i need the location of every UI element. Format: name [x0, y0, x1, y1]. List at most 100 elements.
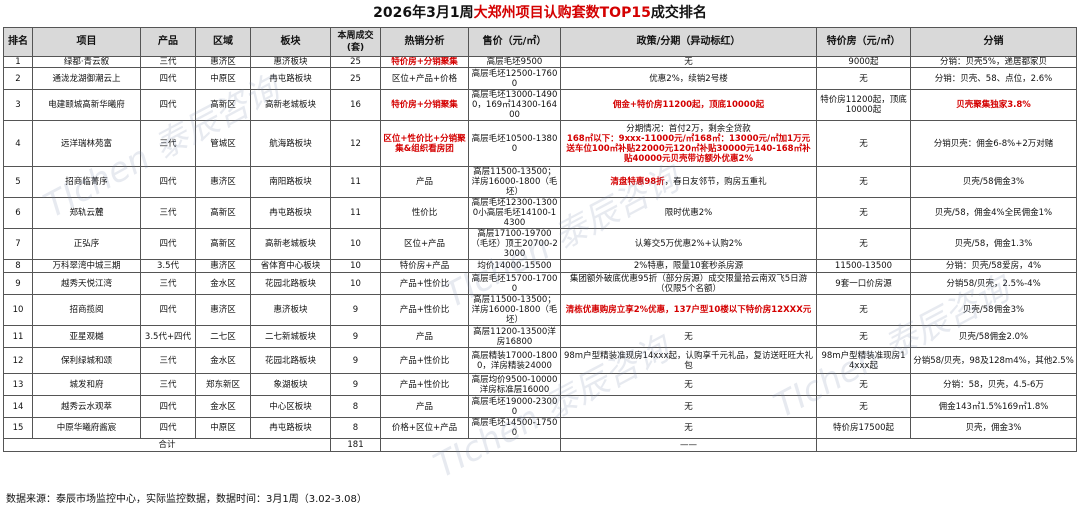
project-cell: 郑轨云麓	[32, 197, 141, 229]
hot-cell: 特价房+分销聚集	[380, 89, 469, 121]
data-source-note: 数据来源：泰辰市场监控中心，实际监控数据，数据时间：3月1周（3.02-3.08…	[6, 494, 367, 505]
ranking-table: 排名 项目 产品 区域 板块 本周成交 (套) 热销分析 售价（元/㎡） 政策/…	[3, 27, 1077, 452]
total-label: 合计	[3, 438, 331, 452]
sales-cell: 10	[330, 228, 381, 260]
project-cell: 招商临菁序	[32, 166, 141, 198]
header-area: 区域	[195, 27, 251, 57]
product-cell: 三代	[140, 272, 196, 295]
hot-cell: 产品	[380, 166, 469, 198]
product-cell: 四代	[140, 417, 196, 439]
block-cell: 象湖板块	[250, 373, 331, 396]
price-cell: 均价14000-15500	[468, 259, 561, 273]
area-cell: 郑东新区	[195, 373, 251, 396]
block-cell: 南阳路板块	[250, 166, 331, 198]
block-cell: 航海路板块	[250, 120, 331, 167]
rank-cell: 10	[3, 294, 33, 326]
commission-cell: 贝壳/58，佣金4%全民佣金1%	[910, 197, 1077, 229]
block-cell: 惠济板块	[250, 294, 331, 326]
project-cell: 绿都·青云叙	[32, 56, 141, 68]
policy-cell: 无	[560, 395, 817, 418]
sales-cell: 25	[330, 67, 381, 90]
hot-cell: 产品+性价比	[380, 347, 469, 374]
price-cell: 高层毛坯10500-13800	[468, 120, 561, 167]
special-cell: 98m户型精装准现房14xxx起	[816, 347, 911, 374]
commission-cell: 贝壳/58佣金2.0%	[910, 325, 1077, 348]
commission-cell: 分销：贝壳、58、点位，2.6%	[910, 67, 1077, 90]
policy-cell: 佣金+特价房11200起，顶底10000起	[560, 89, 817, 121]
commission-cell: 佣金143㎡1.5%169㎡1.8%	[910, 395, 1077, 418]
sales-cell: 9	[330, 325, 381, 348]
sales-cell: 25	[330, 56, 381, 68]
total-policy: ——	[560, 438, 817, 452]
special-cell: 9000起	[816, 56, 911, 68]
price-cell: 高层毛坯15700-17000	[468, 272, 561, 295]
rank-cell: 15	[3, 417, 33, 439]
price-cell: 高层毛坯12500-17600	[468, 67, 561, 90]
page-title: 2026年3月1周大郑州项目认购套数TOP15成交排名	[0, 0, 1080, 26]
sales-cell: 16	[330, 89, 381, 121]
policy-cell: 无	[560, 417, 817, 439]
area-cell: 惠济区	[195, 259, 251, 273]
area-cell: 金水区	[195, 395, 251, 418]
commission-cell: 分销贝壳：佣金6-8%+2万对赌	[910, 120, 1077, 167]
policy-cell: 无	[560, 56, 817, 68]
header-product: 产品	[140, 27, 196, 57]
price-cell: 高层毛坯19000-23000	[468, 395, 561, 418]
rank-cell: 11	[3, 325, 33, 348]
area-cell: 高新区	[195, 89, 251, 121]
sales-cell: 10	[330, 272, 381, 295]
hot-cell: 产品	[380, 395, 469, 418]
area-cell: 惠济区	[195, 166, 251, 198]
title-prefix: 2026年3月1周	[373, 5, 474, 21]
table-header-row: 排名 项目 产品 区域 板块 本周成交 (套) 热销分析 售价（元/㎡） 政策/…	[3, 27, 1077, 57]
rank-cell: 5	[3, 166, 33, 198]
commission-cell: 分销：贝壳/58爱房，4%	[910, 259, 1077, 273]
hot-cell: 产品+性价比	[380, 294, 469, 326]
commission-cell: 分销58/贝壳，98及128m4%，其他2.5%	[910, 347, 1077, 374]
sales-cell: 10	[330, 259, 381, 273]
rank-cell: 14	[3, 395, 33, 418]
project-cell: 保利绿城和颂	[32, 347, 141, 374]
hot-cell: 产品	[380, 325, 469, 348]
policy-cell: 集团额外破底优惠95折（部分房源）成交限量拾云南双飞5日游（仅限5个名额）	[560, 272, 817, 295]
rank-cell: 3	[3, 89, 33, 121]
policy-detail: 168㎡以下：9xxx-11000元/㎡168㎡：13000元/㎡加1万元送车位…	[566, 133, 811, 164]
project-cell: 正弘序	[32, 228, 141, 260]
hot-text: 区位+性价比+分销聚集&组织看房团	[383, 133, 466, 154]
hot-cell: 产品+性价比	[380, 373, 469, 396]
total-value: 181	[330, 438, 381, 452]
policy-highlight: 清盘特惠98折	[610, 177, 665, 187]
project-cell: 电建颐城高新华曦府	[32, 89, 141, 121]
block-cell: 惠济板块	[250, 56, 331, 68]
block-cell: 省体育中心板块	[250, 259, 331, 273]
block-cell: 冉屯路板块	[250, 417, 331, 439]
policy-installment: 分期情况：首付2万，剩余全贷款	[626, 123, 751, 134]
sales-cell: 11	[330, 197, 381, 229]
product-cell: 四代	[140, 89, 196, 121]
sales-cell: 9	[330, 373, 381, 396]
area-cell: 惠济区	[195, 294, 251, 326]
project-cell: 远洋瑞林苑富	[32, 120, 141, 167]
project-cell: 城发和府	[32, 373, 141, 396]
special-cell: 无	[816, 228, 911, 260]
area-cell: 中原区	[195, 67, 251, 90]
title-highlight: 大郑州项目认购套数TOP15	[473, 5, 651, 21]
product-cell: 三代	[140, 197, 196, 229]
header-commission: 分销	[910, 27, 1077, 57]
commission-cell: 贝壳聚集独家3.8%	[910, 89, 1077, 121]
commission-cell: 分销58/贝壳，2.5%-4%	[910, 272, 1077, 295]
policy-cell: 限时优惠2%	[560, 197, 817, 229]
product-cell: 四代	[140, 166, 196, 198]
product-cell: 3.5代+四代	[140, 325, 196, 348]
project-cell: 通泷龙湖御潮云上	[32, 67, 141, 90]
hot-cell: 特价房+分销聚集	[380, 56, 469, 68]
rank-cell: 6	[3, 197, 33, 229]
area-cell: 金水区	[195, 347, 251, 374]
special-cell: 无	[816, 395, 911, 418]
price-cell: 高层毛坯14500-17500	[468, 417, 561, 439]
